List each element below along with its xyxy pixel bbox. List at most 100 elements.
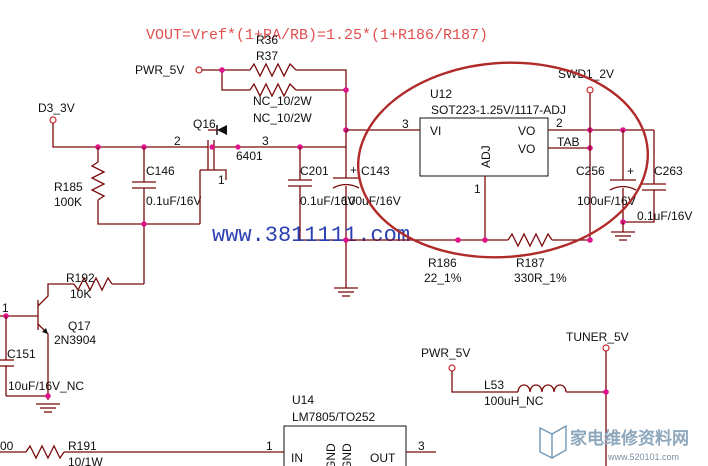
- u14-ref: U14: [292, 393, 314, 407]
- r191-ref: R191: [68, 439, 97, 453]
- u14-pin-in: IN: [291, 451, 303, 465]
- book-icon: [551, 424, 567, 459]
- q16-pin2-number: 2: [174, 134, 181, 148]
- r191-resistor: [25, 444, 65, 460]
- site-logo: 家电维修资料网 www.520101.com: [539, 424, 689, 462]
- wire: [299, 186, 346, 241]
- pwr-5v-bottom-terminal: [448, 364, 456, 372]
- c256-value: 100uF/16V: [577, 194, 636, 208]
- wire: [221, 70, 250, 91]
- q17-ref: Q17: [68, 319, 91, 333]
- l53-value: 100uH_NC: [484, 394, 544, 408]
- q16-pin1-number: 1: [218, 173, 225, 187]
- wire: [296, 69, 347, 130]
- book-icon: [539, 426, 553, 460]
- l53-ref: L53: [484, 378, 504, 392]
- u14-chip: [283, 425, 407, 466]
- q17-arrow-icon: [42, 328, 48, 334]
- q16-ref: Q16: [193, 117, 216, 131]
- r187-ref: R187: [516, 256, 545, 270]
- junction: [235, 144, 241, 150]
- net-label-d3-3v: D3_3V: [38, 101, 75, 115]
- pin-vo-1: VO: [518, 124, 535, 138]
- junction: [603, 389, 609, 395]
- tuner-5v-terminal: [602, 344, 610, 352]
- c143-value: 100uF/16V: [342, 194, 401, 208]
- q16-diode-icon: [217, 125, 227, 135]
- u14-pin1-number: 1: [266, 439, 273, 453]
- u14-value: LM7805/TO252: [292, 410, 375, 424]
- q17-value: 2N3904: [54, 333, 96, 347]
- c263-ref: C263: [654, 164, 683, 178]
- c146-value: 0.1uF/16V: [146, 194, 201, 208]
- c256-curved-plate: [609, 185, 637, 191]
- r192-ref: R192: [66, 271, 95, 285]
- r185-value: 100K: [54, 195, 82, 209]
- r185-resistor: [90, 161, 106, 201]
- c143-plus: +: [350, 163, 357, 177]
- net-label-swd1-2v: SWD1_2V: [558, 67, 614, 81]
- c256-ref: C256: [576, 164, 605, 178]
- r37-value: NC_10/2W: [253, 111, 312, 125]
- pin-vo-2: VO: [518, 142, 535, 156]
- u14-pin-out: OUT: [370, 451, 396, 465]
- u14-pin-gnd-1: GND: [324, 443, 338, 466]
- r191-value: 10/1W: [68, 455, 103, 466]
- watermark-text: www.3811111.com: [212, 223, 410, 248]
- q17-pin1-number: 1: [2, 301, 9, 315]
- r36-resistor: [249, 62, 297, 78]
- r187-value: 330R_1%: [514, 271, 567, 285]
- u12-pin3-number: 3: [402, 117, 409, 131]
- u14-pin3-number: 3: [418, 439, 425, 453]
- net-label-tuner-5v: TUNER_5V: [566, 330, 629, 344]
- wire: [451, 371, 518, 393]
- junction: [587, 237, 593, 243]
- junction: [219, 67, 225, 73]
- wire: [52, 123, 200, 148]
- pin-vi: VI: [430, 124, 441, 138]
- swd1-2v-terminal: [586, 86, 594, 94]
- r37-ref: R37: [256, 49, 278, 63]
- c143-ref: C143: [361, 164, 390, 178]
- junction: [141, 221, 147, 227]
- l53-inductor: [517, 384, 567, 393]
- r37-resistor: [249, 82, 297, 98]
- d3-3v-terminal: [49, 116, 57, 124]
- c256-plus: +: [627, 164, 634, 178]
- r192-resistor: [73, 276, 113, 292]
- wire: [200, 169, 227, 180]
- junction: [45, 393, 51, 399]
- junction: [343, 87, 349, 93]
- junction: [209, 144, 215, 150]
- c146-ref: C146: [146, 164, 175, 178]
- c151-ref: C151: [7, 347, 36, 361]
- q16-pin3-number: 3: [262, 134, 269, 148]
- r-left-edge-label: 00: [0, 439, 14, 453]
- c263-value: 0.1uF/16V: [637, 209, 692, 223]
- u12-ref: U12: [430, 87, 452, 101]
- pin-tab: TAB: [557, 135, 579, 149]
- site-logo-text: 家电维修资料网: [570, 428, 689, 449]
- q16-value: 6401: [236, 149, 263, 163]
- junction: [482, 237, 488, 243]
- junction: [455, 237, 461, 243]
- net-label-pwr-5v-top: PWR_5V: [135, 63, 184, 77]
- r185-ref: R185: [54, 180, 83, 194]
- wire: [97, 200, 200, 225]
- pin-adj: ADJ: [479, 145, 493, 168]
- r186-ref: R186: [428, 256, 457, 270]
- r36-value: NC_10/2W: [253, 94, 312, 108]
- output-voltage-formula: VOUT=Vref*(1+RA/RB)=1.25*(1+R186/R187): [146, 27, 488, 44]
- junction: [343, 237, 349, 243]
- pwr-5v-top-terminal: [195, 66, 203, 74]
- q17-collector: [37, 292, 49, 307]
- r187-resistor: [507, 232, 553, 248]
- wire: [623, 190, 655, 223]
- c151-value: 10uF/16V_NC: [8, 379, 84, 393]
- highlight-ellipse: [356, 61, 650, 259]
- c201-value: 0.1uF/16V: [300, 194, 355, 208]
- wire: [47, 283, 74, 292]
- u12-pin2-number: 2: [556, 116, 563, 130]
- c143-curved-plate: [332, 183, 360, 189]
